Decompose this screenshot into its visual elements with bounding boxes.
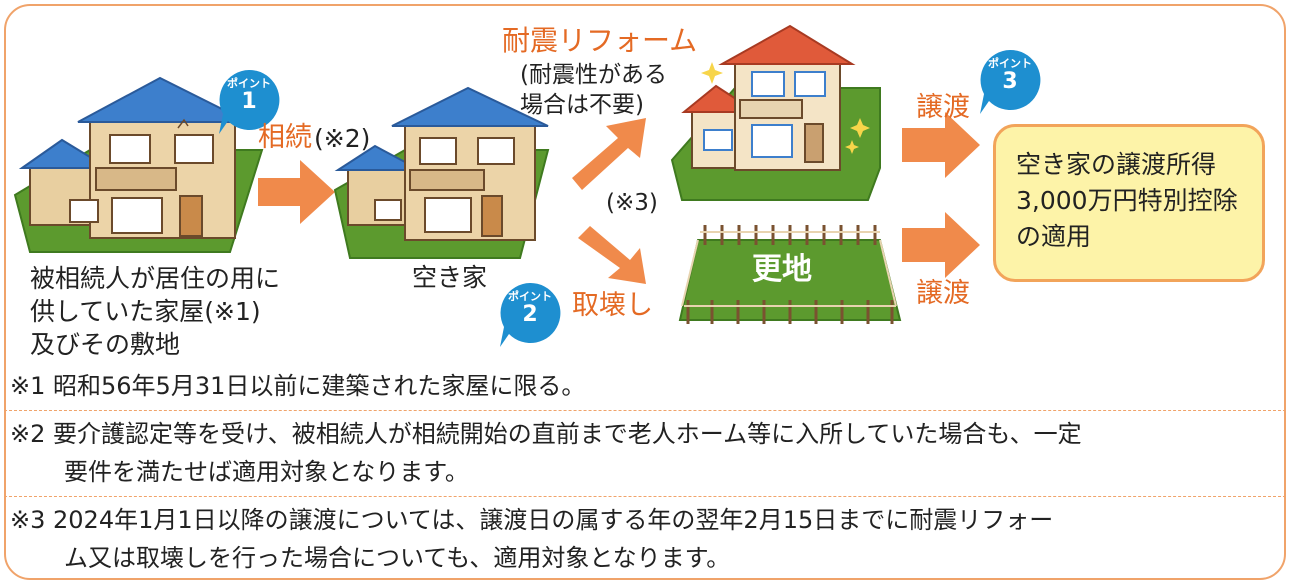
result-line2: 3,000万円特別控除 bbox=[1016, 186, 1238, 215]
origin-label-line3: 及びその敷地 bbox=[30, 330, 181, 359]
vacant-house-label: 空き家 bbox=[412, 263, 488, 292]
point2-badge-label: ポイント bbox=[508, 290, 552, 303]
point3-badge-number: 3 bbox=[1002, 69, 1018, 94]
inherit-label: 相続 bbox=[258, 122, 312, 153]
arrow-icon bbox=[578, 226, 646, 284]
original-house-icon bbox=[13, 76, 264, 253]
reform-note-line2: 場合は不要) bbox=[520, 92, 644, 118]
result-line3: の適用 bbox=[1016, 222, 1092, 251]
sparkle-icon bbox=[701, 62, 723, 84]
origin-label-line2: 供していた家屋(※1) bbox=[30, 297, 261, 326]
reform-note-line1: (耐震性がある bbox=[520, 62, 667, 88]
note-1: ※1 昭和56年5月31日以前に建築された家屋に限る。 bbox=[10, 372, 586, 400]
note-3-line1: ※3 2024年1月1日以降の譲渡については、譲渡日の属する年の翌年2月15日ま… bbox=[10, 506, 1054, 534]
arrow-icon bbox=[258, 160, 335, 224]
point1-badge-label: ポイント bbox=[227, 77, 271, 90]
origin-label-line1: 被相続人が居住の用に bbox=[30, 264, 281, 293]
arrow-icon bbox=[902, 212, 980, 278]
arrow-icon bbox=[572, 118, 646, 190]
inherit-note-label: (※2) bbox=[314, 124, 371, 153]
point1-badge-number: 1 bbox=[241, 89, 257, 114]
point3-badge-label: ポイント bbox=[988, 57, 1032, 70]
result-line1: 空き家の譲渡所得 bbox=[1016, 150, 1217, 179]
point2-badge-number: 2 bbox=[522, 302, 538, 327]
reformed-house-icon bbox=[670, 24, 881, 201]
vacant-lot-icon bbox=[678, 225, 902, 324]
vacant-house-icon bbox=[333, 86, 550, 259]
vacant-lot-label: 更地 bbox=[752, 252, 812, 287]
divider bbox=[4, 410, 1286, 411]
demolish-label: 取壊し bbox=[572, 290, 653, 321]
reform-label: 耐震リフォーム bbox=[502, 24, 698, 57]
sparkle-icon bbox=[845, 140, 859, 154]
note-2-line2: 要件を満たせば適用対象となります。 bbox=[64, 458, 469, 486]
note-2-line1: ※2 要介護認定等を受け、被相続人が相続開始の直前まで老人ホーム等に入所していた… bbox=[10, 420, 1082, 448]
sparkle-icon bbox=[850, 118, 870, 138]
result-box: 空き家の譲渡所得 3,000万円特別控除 の適用 bbox=[993, 124, 1265, 282]
diagram-frame bbox=[4, 4, 1286, 580]
arrow-icon bbox=[902, 112, 980, 178]
transfer-bottom-label: 譲渡 bbox=[916, 278, 970, 309]
note3-label: (※3) bbox=[606, 190, 658, 216]
note-3-line2: ム又は取壊しを行った場合についても、適用対象となります。 bbox=[64, 544, 731, 572]
divider bbox=[4, 496, 1286, 497]
transfer-top-label: 譲渡 bbox=[916, 92, 970, 123]
